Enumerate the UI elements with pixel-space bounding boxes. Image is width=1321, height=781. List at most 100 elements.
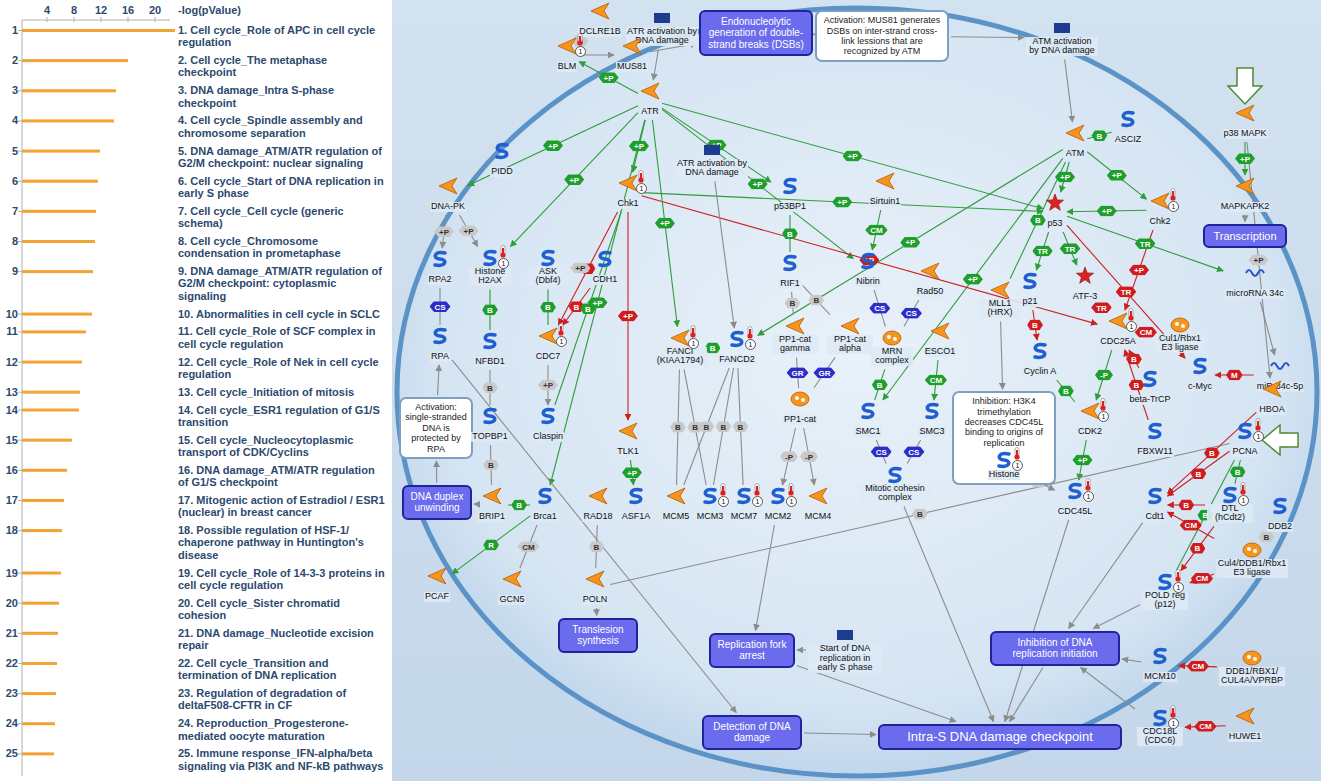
edge-label: CS	[903, 446, 924, 457]
expression-marker: 1	[575, 33, 585, 57]
row-tick	[18, 603, 22, 604]
bar	[22, 439, 72, 442]
node-label: PCAF	[424, 592, 450, 602]
list-item: 5. DNA damage_ATM/ATR regulation of G2/M…	[178, 145, 386, 170]
node-icon	[622, 37, 642, 55]
thermometer-icon	[786, 483, 796, 496]
protein-node: RPA2	[428, 250, 453, 286]
row-tick	[18, 530, 22, 531]
row-tick	[18, 120, 22, 121]
kinase-node: p38 MAPK	[1222, 104, 1267, 140]
bar	[22, 330, 86, 333]
list-item: 2. Cell cycle_The metaphase checkpoint	[178, 54, 386, 79]
node-label: BRIP1	[478, 512, 506, 522]
node-icon	[618, 422, 638, 440]
node-label: Brca1	[532, 512, 558, 522]
bar	[22, 662, 57, 665]
process-box: Endonucleolytic generation of double-str…	[699, 10, 813, 57]
bar	[22, 180, 98, 183]
kinase-node: MCM4	[804, 487, 833, 523]
expression-marker: 1	[745, 326, 755, 350]
row-number: 11	[2, 325, 18, 337]
connector	[904, 506, 994, 721]
list-item: 17. Mitogenic action of Estradiol / ESR1…	[178, 494, 386, 519]
bar	[22, 59, 128, 62]
node-icon	[1170, 316, 1190, 334]
kinase-node: Chk1	[616, 174, 639, 210]
row-number: 9	[2, 265, 18, 277]
node-icon	[538, 249, 558, 267]
edge-label: B	[782, 228, 798, 239]
thermometer-icon	[1012, 447, 1022, 460]
kinase-node: Sirtuin1	[869, 172, 902, 208]
node-label: SMC3	[918, 427, 945, 437]
edge-label: B	[912, 509, 928, 520]
node-label: Cul1/Rbx1 E3 ligase	[1155, 334, 1205, 354]
kinase-node: HUWE1	[1228, 707, 1263, 743]
edge-label: +P	[618, 311, 638, 322]
bar	[22, 409, 79, 412]
row-tick	[18, 241, 22, 242]
input-arrow	[1262, 425, 1298, 455]
transcription-factor-node: ATF-3	[1072, 267, 1098, 303]
expression-marker: 1	[556, 323, 566, 347]
input-arrow	[1228, 68, 1262, 104]
connector	[460, 215, 478, 247]
expression-marker: 1	[1083, 478, 1093, 502]
protein-node: p21	[1020, 272, 1040, 308]
kinase-node: Rad50	[916, 262, 945, 298]
axis-line	[22, 20, 170, 21]
edge-label: M	[1226, 370, 1243, 381]
node-label: PP1-cat gamma	[772, 335, 818, 355]
kinase-node: RAD18	[582, 487, 613, 523]
row-number: 3	[2, 84, 18, 96]
node-icon	[920, 262, 940, 280]
node-label: BLM	[557, 62, 578, 72]
node-label: SMC1	[854, 427, 881, 437]
edge-label: CM	[1180, 520, 1202, 531]
expression-marker: 1	[688, 325, 698, 349]
node-icon	[480, 249, 500, 267]
thermometer-icon	[556, 323, 566, 336]
row-tick	[18, 723, 22, 724]
node-label: FANCD2	[718, 355, 756, 365]
edge-label: -P	[780, 451, 798, 462]
protein-node: c-Myc	[1187, 357, 1213, 393]
node-icon	[557, 37, 577, 55]
node-icon	[670, 329, 690, 347]
node-label: RIF1	[779, 279, 801, 289]
edge-label: TR	[1135, 238, 1156, 249]
edge-label: B	[1191, 468, 1207, 479]
edge-label: B	[1129, 380, 1145, 391]
process-label: Transcription	[1210, 230, 1280, 243]
node-label: MAPKAPK2	[1220, 202, 1271, 212]
edge-label: B	[1204, 447, 1220, 458]
bar	[22, 722, 55, 725]
edge-label: B	[733, 421, 749, 432]
process-box: Replication fork arrest	[709, 633, 795, 668]
row-number: 23	[2, 687, 18, 699]
thermometer-icon	[1098, 398, 1108, 411]
node-icon	[1080, 402, 1100, 420]
callout-number: 1	[718, 496, 729, 507]
list-item: 16. DNA damage_ATM/ATR regulation of G1/…	[178, 464, 386, 489]
node-icon	[1140, 370, 1160, 388]
edge-label: +P	[900, 237, 920, 248]
edge-label: TR	[1060, 243, 1081, 254]
connector	[713, 368, 733, 485]
row-number: 21	[2, 627, 18, 639]
node-label: HBOA	[1258, 405, 1286, 415]
node-label: PP1-cat	[783, 415, 817, 425]
connector	[555, 212, 621, 405]
process-label: Translesion synthesis	[565, 624, 631, 647]
process-label: Replication fork arrest	[716, 639, 788, 662]
complex-node: Cul1/Rbx1 E3 ligase	[1155, 316, 1205, 355]
protein-node: PIDD	[490, 142, 514, 178]
connector	[652, 120, 677, 327]
node-icon	[502, 570, 522, 588]
node-icon	[1030, 342, 1050, 360]
thermometer-icon	[1168, 705, 1178, 718]
expression-marker: 1	[1012, 447, 1022, 471]
edge-label: B	[716, 421, 732, 432]
connector	[1168, 451, 1230, 496]
